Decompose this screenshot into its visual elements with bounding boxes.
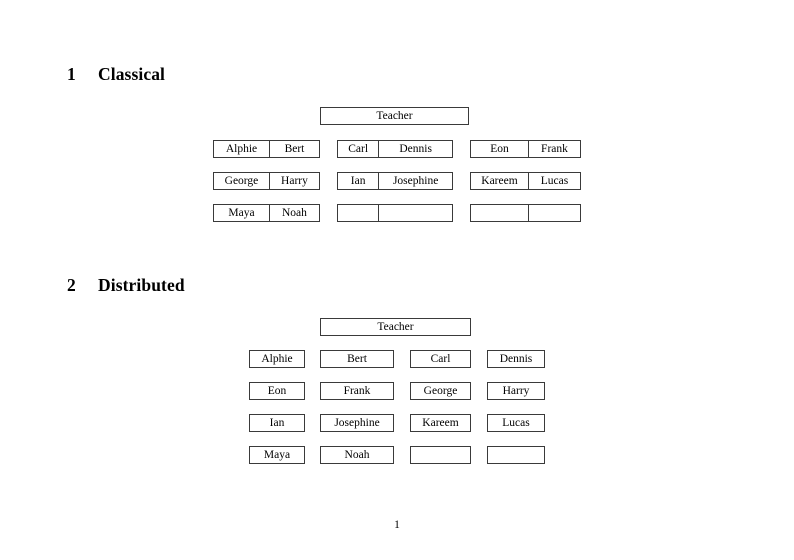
student-cell: Kareem: [481, 175, 518, 187]
teacher-box-classical: Teacher: [320, 107, 469, 125]
student-box: Dennis: [487, 350, 545, 368]
classical-group1-row3: Maya Noah: [213, 204, 320, 222]
student-cell: Maya: [228, 207, 255, 219]
classical-group3-row2: Kareem Lucas: [470, 172, 581, 190]
student-box-empty: [487, 446, 545, 464]
student-cell: Alphie: [225, 143, 258, 155]
student-cell: Dennis: [378, 141, 452, 157]
student-box: Frank: [320, 382, 394, 400]
student-cell: Harry: [268, 173, 319, 189]
section-heading-classical: 1 Classical: [67, 64, 165, 85]
student-cell: Josephine: [378, 173, 452, 189]
page-number: 1: [394, 519, 400, 531]
student-box: Lucas: [487, 414, 545, 432]
student-cell: Frank: [527, 141, 580, 157]
student-cell: Carl: [348, 143, 369, 155]
student-box: Alphie: [249, 350, 305, 368]
classical-group3-row1: Eon Frank: [470, 140, 581, 158]
student-cell: Bert: [268, 141, 319, 157]
student-cell-empty: [471, 205, 528, 221]
classical-group1-row2: George Harry: [213, 172, 320, 190]
student-cell-empty: [527, 205, 580, 221]
classical-group1-row1: Alphie Bert: [213, 140, 320, 158]
teacher-box-distributed: Teacher: [320, 318, 471, 336]
student-cell: George: [224, 175, 259, 187]
student-box-empty: [410, 446, 471, 464]
section-title: Distributed: [98, 275, 185, 295]
student-cell: Ian: [350, 175, 366, 187]
student-box: Noah: [320, 446, 394, 464]
student-box: Maya: [249, 446, 305, 464]
student-box: Josephine: [320, 414, 394, 432]
classical-group3-row3-empty: [470, 204, 581, 222]
student-cell: Lucas: [527, 173, 580, 189]
section-title: Classical: [98, 64, 166, 84]
student-box: Carl: [410, 350, 471, 368]
student-cell: Eon: [490, 143, 509, 155]
section-number: 1: [67, 64, 76, 84]
classical-group2-row3-empty: [337, 204, 453, 222]
student-cell-empty: [338, 205, 378, 221]
student-box: Bert: [320, 350, 394, 368]
section-heading-distributed: 2 Distributed: [67, 275, 185, 296]
student-cell-empty: [378, 205, 452, 221]
student-box: Kareem: [410, 414, 471, 432]
student-box: Ian: [249, 414, 305, 432]
classical-group2-row1: Carl Dennis: [337, 140, 453, 158]
section-number: 2: [67, 275, 76, 295]
student-cell: Noah: [268, 205, 319, 221]
student-box: George: [410, 382, 471, 400]
classical-group2-row2: Ian Josephine: [337, 172, 453, 190]
student-box: Eon: [249, 382, 305, 400]
student-box: Harry: [487, 382, 545, 400]
